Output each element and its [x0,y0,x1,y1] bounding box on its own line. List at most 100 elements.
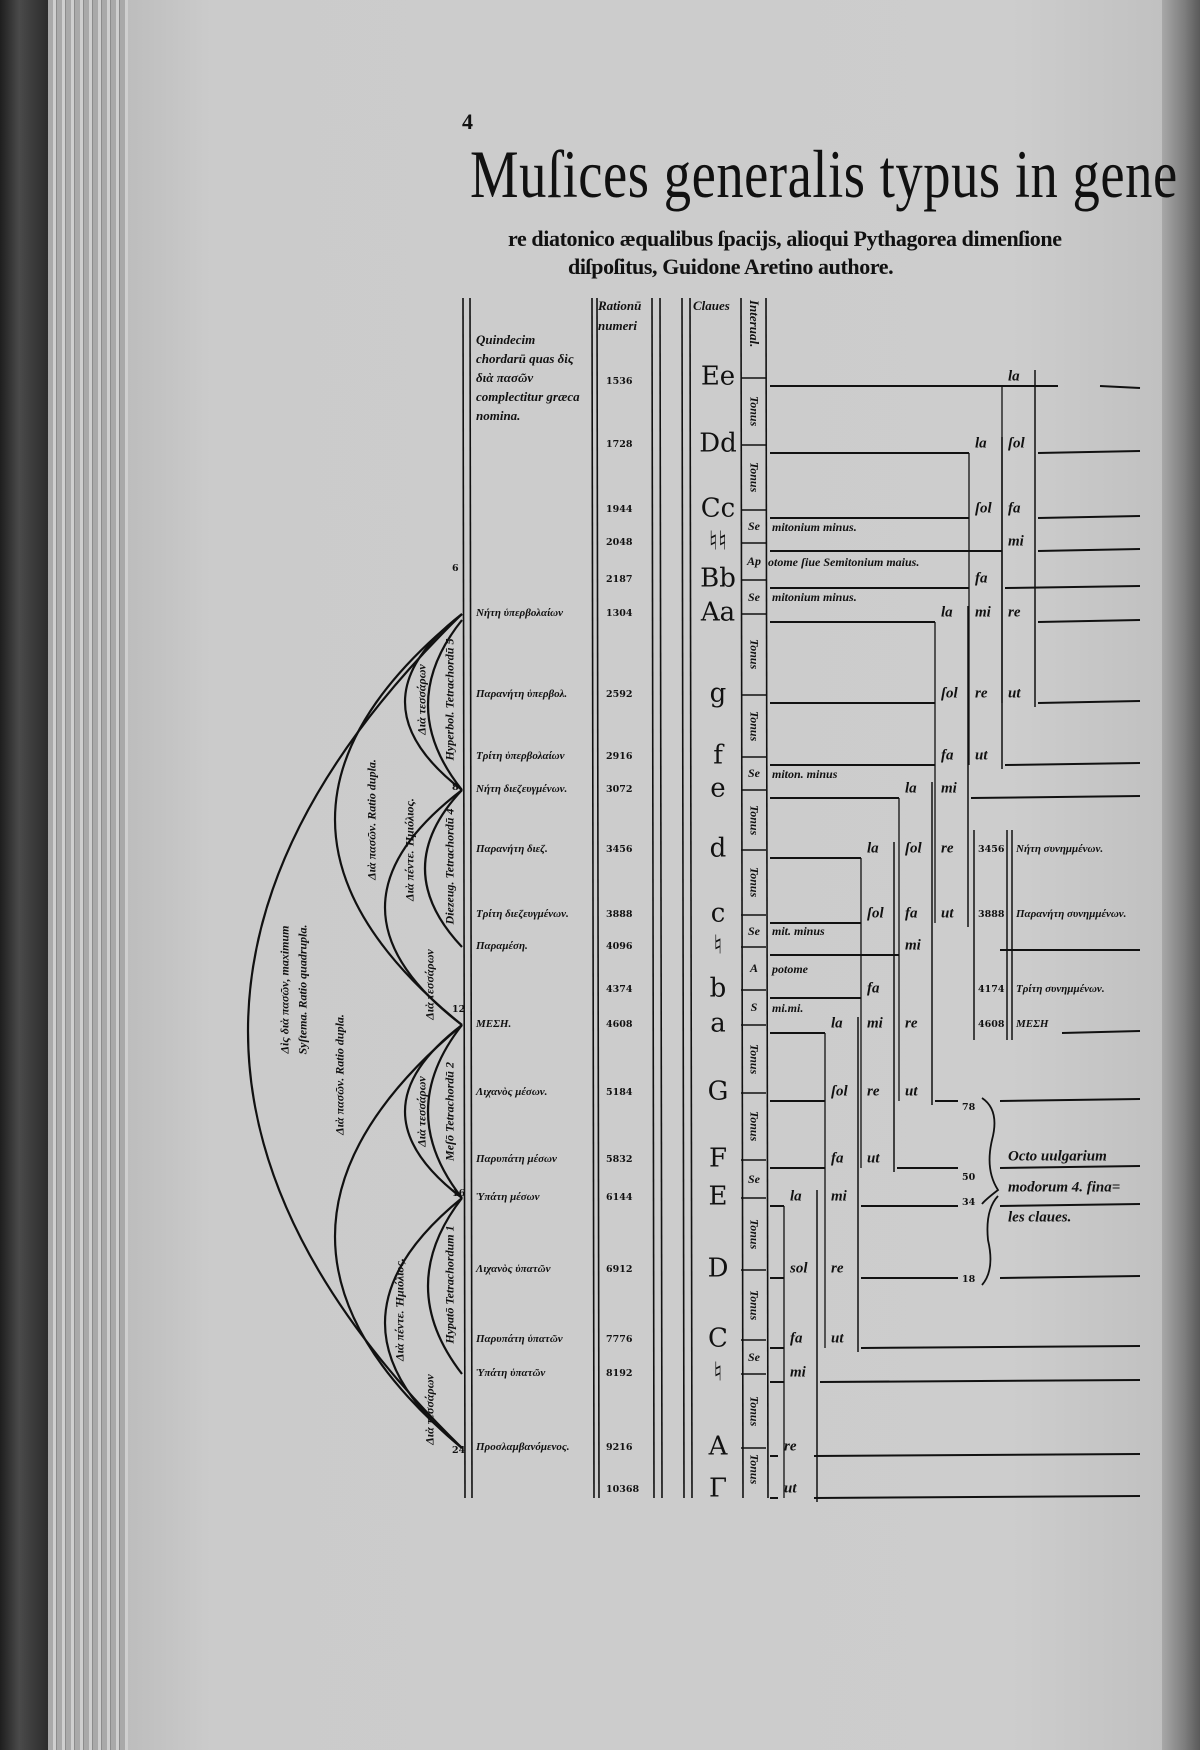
staff-line [999,1203,1141,1207]
solmization-syllable: mi [867,1015,883,1032]
semitone-note: mi.mi. [772,1000,804,1015]
solmization-syllable: re [867,1083,880,1100]
ratio-number: 2187 [606,574,633,585]
ratio-number: 3456 [606,844,633,855]
ratio-mark: 6 [452,563,459,574]
tetrachord-hyperbolaion-arc [427,619,463,791]
clavis-letter: b [709,973,727,1004]
solmization-syllable: ſol [941,685,958,702]
greek-chord-name: Προσλαμβανόμενος. [476,1441,570,1453]
interval-cell: Tonus [742,1270,766,1340]
greek-chord-name: Παρυπάτη μέσων [476,1153,557,1165]
greek-chord-name: Παρυπάτη ὑπατῶν [476,1333,563,1345]
interval-cell: Tonus [742,1025,766,1093]
solmization-syllable: fa [831,1150,844,1167]
solmization-syllable: re [784,1438,797,1455]
solmization-syllable: ut [784,1480,797,1497]
interval-cell: Se [742,915,766,947]
solmization-syllable: la [831,1015,843,1032]
interval-label: Se [748,1171,760,1186]
clavis-letter: e [710,773,726,804]
solmization-syllable: la [790,1188,802,1205]
interval-label: Se [748,1349,760,1364]
staff-line [1099,385,1141,389]
staff-line [999,1275,1141,1279]
interval-cell: Tonus [742,850,766,915]
solmization-syllable: ut [831,1330,844,1347]
greek-chord-name: ΜΕΣΗ. [476,1018,512,1030]
synemmenon-name: Παρανήτη συνημμένων. [1016,908,1127,920]
interval-cell: Se [742,757,766,790]
clavis-letter: Aa [700,597,736,628]
solmization-syllable: re [975,685,988,702]
interval-cell: S [742,990,766,1025]
tetrachord-hyperbolaion-label: Hyperbol. Tetrachordū 5 [442,638,457,761]
diapente-label-lower: Διὰ πέντε. Ἡμιόλιος. [392,1258,407,1361]
ratio-number: 1536 [606,376,633,387]
diapason-arc-lower [334,1024,463,1449]
interval-label: Tonus [747,462,762,493]
mode-label-1: Octo uulgarium [1008,1148,1107,1165]
ratio-number: 3072 [606,784,633,795]
clavis-letter: ♮ [713,930,723,961]
clavis-letter: f [713,740,723,771]
solmization-syllable: ſol [905,840,922,857]
clavis-letter: Bb [700,563,736,594]
solmization-syllable: mi [790,1364,806,1381]
interval-label: Se [748,766,760,780]
interval-cell: Tonus [742,790,766,850]
ratio-number: 4096 [606,941,633,952]
interval-cell: A [742,947,766,990]
interval-cell: Tonus [742,1093,766,1160]
clavis-letter: E [708,1181,728,1212]
clavis-letter: D [707,1253,729,1284]
intervals-header: Interual. [747,300,762,348]
interval-cell: Se [742,1160,766,1198]
ratio-number: 7776 [606,1334,633,1345]
clavis-letter: ♮ [713,1357,723,1388]
tetrachord-hypaton-label: Hypatō Tetrachordum 1 [442,1225,457,1344]
solmization-syllable: ſol [975,500,992,517]
column-rule [659,297,663,1499]
interval-label: S [750,1000,758,1014]
diapente-label-upper: Διὰ πέντε. Ἡμιόλιος. [402,798,417,901]
staff-line [860,1345,1141,1349]
solmization-syllable: ſol [1008,435,1025,452]
synemmenon-name: ΜΕΣΗ [1016,1018,1049,1030]
solmization-syllable: mi [831,1188,847,1205]
diapente-arc-lower [384,1197,463,1449]
interval-cell: Se [742,1340,766,1374]
numbers-header-1: Rationū [598,298,642,313]
tetrachord-meson-label: Meſō Tetrachordū 2 [442,1062,457,1161]
solmization-syllable: fa [790,1330,803,1347]
subtitle-line-1: re diatonico æqualibus ſpacijs, alioqui … [508,226,1062,251]
ratio-number: 9216 [606,1442,633,1453]
brace-lower [981,1195,999,1286]
greek-chord-name: Παρανήτη ὑπερβολ. [476,688,568,700]
interval-label: Se [748,589,760,604]
interval-label: Tonus [747,396,762,427]
ratio-number: 2592 [606,689,633,700]
ratio-number: 1944 [606,504,633,515]
synemmenon-number: 4608 [978,1019,1005,1030]
clavis-letter: G [707,1076,729,1107]
interval-label: Se [748,519,760,533]
clavis-letter: C [708,1323,728,1354]
solmization-syllable: ut [905,1083,918,1100]
ratio-number: 5184 [606,1087,633,1098]
ratio-number: 2048 [606,537,633,548]
staff-line [819,1379,1141,1383]
disdiapason-label-2: Syſtema. Ratio quadrupla. [295,924,310,1055]
semitone-note: otome ſiue Semitonium maius. [768,554,920,569]
synemmenon-number: 3456 [978,844,1005,855]
solmization-syllable: la [941,604,953,621]
solmization-syllable: re [831,1260,844,1277]
solmization-syllable: fa [905,905,918,922]
diatessaron-label-upper: Διὰ τεσσάρων [414,664,429,735]
ratio-mark: 16 [452,1188,466,1199]
staff-line [999,1165,1141,1169]
interval-cell: Tonus [742,695,766,757]
solmization-syllable: ut [941,905,954,922]
page-edges [48,0,130,1750]
folio-number: 4 [462,109,473,134]
